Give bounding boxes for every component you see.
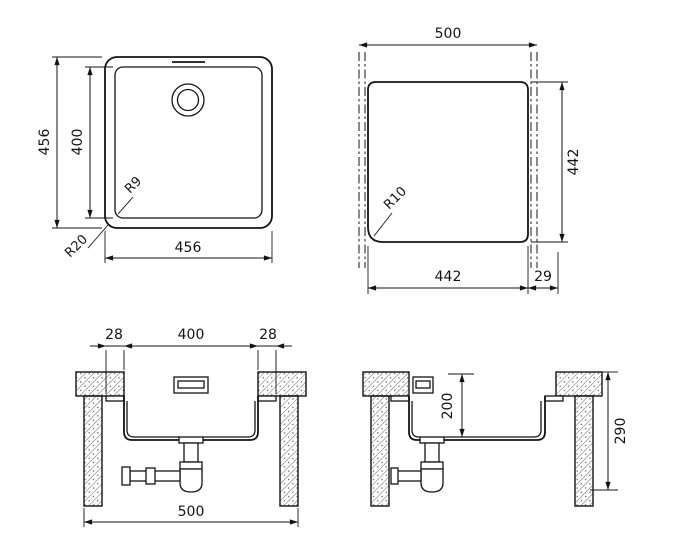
callout-radius-cutout: R10 (373, 184, 410, 237)
countertop-right (555, 371, 603, 397)
dim-cutout-height: 442 (531, 81, 582, 243)
drain-flange (419, 436, 445, 444)
dim-cutout-width-and-offset: 442 29 (367, 246, 559, 294)
drain-tailpipe (424, 442, 440, 463)
countertop-left (75, 371, 125, 397)
sink-bowl-edge (114, 66, 263, 219)
dim-bowl-depth: 200 (440, 373, 474, 437)
dim-label-rim-right: 28 (259, 327, 277, 343)
view-cutout: 500 442 442 29 R10 (358, 26, 582, 294)
drain-flange (178, 436, 204, 444)
dim-label-cutout-height: 442 (566, 149, 582, 176)
bowl-inner-wall (126, 401, 256, 438)
trap-nut (179, 461, 203, 470)
leader-line (87, 224, 109, 249)
view-top: 456 400 456 R20 R9 (37, 56, 273, 263)
dim-bowl-height: 400 (70, 66, 113, 219)
callout-radius-bowl: R9 (117, 174, 145, 215)
countertop-right (257, 371, 307, 397)
callout-radius-outer: R20 (62, 224, 109, 261)
sink-flange-right (257, 395, 277, 402)
dim-cabinet-width: 500 (359, 26, 537, 48)
cutout-outline (367, 81, 529, 243)
outlet-pipe (396, 470, 422, 482)
dim-rim-and-bowl: 28 400 28 (90, 327, 292, 394)
dim-label-cutout-width: 442 (435, 269, 462, 285)
dim-label-total-depth: 290 (613, 418, 629, 445)
leader-line (117, 196, 134, 215)
bowl-inner-wall (411, 401, 542, 438)
bowl-outer-wall (408, 396, 546, 441)
countertop-left (362, 371, 410, 397)
dim-label-bowl-width: 400 (178, 327, 205, 343)
dim-label-edge-offset: 29 (534, 269, 552, 285)
outlet-union-nut (145, 467, 156, 485)
cabinet-wall-right (574, 395, 594, 507)
view-side-section: 200 290 (362, 371, 629, 507)
leader-line (373, 212, 393, 237)
dim-label-cabinet-width-front: 500 (178, 504, 205, 520)
drain-inner-circle (176, 88, 200, 112)
trap-cup (179, 468, 203, 493)
sink-flange-right (544, 395, 564, 402)
outlet-end-flange (390, 467, 399, 485)
overflow-box-detail (177, 380, 205, 389)
sink-outer-edge (104, 56, 273, 229)
overflow-box-detail (415, 380, 431, 389)
dim-label-bowl-depth: 200 (440, 393, 456, 420)
radius-label-cutout: R10 (381, 184, 410, 213)
drain-tailpipe (183, 442, 199, 463)
radius-label-bowl: R9 (122, 174, 145, 197)
dim-label-cabinet-width: 500 (435, 26, 462, 42)
dim-total-depth: 290 (590, 371, 629, 491)
trap-nut (420, 461, 444, 470)
cabinet-wall-left (370, 395, 390, 507)
sink-flange-left (105, 395, 125, 402)
radius-label-outer: R20 (62, 232, 91, 261)
dim-overall-height: 456 (37, 56, 102, 229)
sink-flange-left (390, 395, 410, 402)
dim-label-overall-height: 456 (37, 129, 53, 156)
dim-cabinet-width-front: 500 (83, 504, 299, 527)
dim-overall-width: 456 (104, 231, 273, 263)
cabinet-wall-right (279, 395, 299, 507)
dim-label-bowl-height: 400 (70, 129, 86, 156)
dim-label-rim-left: 28 (105, 327, 123, 343)
view-front-section: 28 400 28 500 (75, 327, 307, 527)
drain-outer-circle (171, 83, 205, 117)
trap-cup (420, 468, 444, 493)
bowl-outer-wall (123, 396, 259, 441)
dim-label-overall-width: 456 (175, 240, 202, 256)
outlet-end-flange (121, 466, 131, 486)
cabinet-wall-left (83, 395, 103, 507)
